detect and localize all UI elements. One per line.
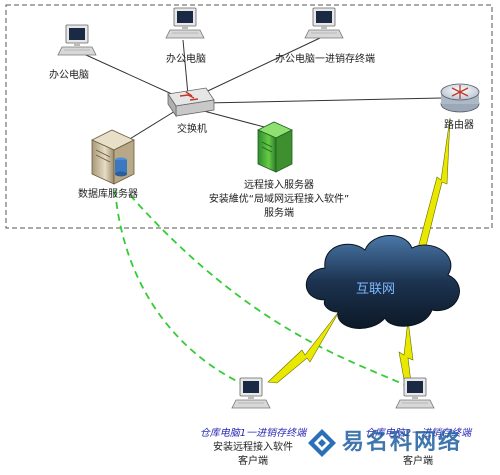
- switch-icon: [167, 87, 215, 118]
- label-warehouse2-3: 客户端: [403, 456, 433, 467]
- lan-boundary: [5, 4, 493, 229]
- warehouse-pc2-icon: [395, 377, 435, 409]
- label-switch: 交换机: [177, 124, 207, 135]
- label-remote-server-2: 安装維优“局域网远程接入软件”: [208, 194, 350, 205]
- office-pc-mid-icon: [165, 7, 205, 39]
- label-internet: 互联网: [356, 282, 396, 297]
- office-pc-inventory-icon: [304, 7, 344, 39]
- remote-access-server-icon: [257, 121, 293, 173]
- label-office-pc-mid: 办公电脑: [166, 54, 206, 65]
- label-router: 路由器: [444, 120, 474, 131]
- label-warehouse1-2: 安装远程接入软件: [213, 442, 293, 453]
- label-remote-server-3: 服务端: [264, 208, 294, 219]
- bolt-cloud-warehouse1: [267, 309, 341, 384]
- label-office-pc-inventory: 办公电脑一进销存终端: [275, 54, 375, 65]
- label-warehouse2-1: 仓库电脑2一进销存终端: [364, 428, 472, 439]
- office-pc-left-icon: [57, 24, 97, 56]
- label-remote-server-1: 远程接入服务器: [244, 180, 314, 191]
- bolt-cloud-warehouse2: [398, 319, 414, 386]
- vpn-links: [114, 189, 406, 386]
- internet-cloud: [305, 235, 460, 329]
- watermark: 易名科网络: [342, 430, 463, 455]
- database-server-icon: [91, 129, 135, 185]
- lan-links: [74, 37, 443, 146]
- warehouse-pc1-icon: [231, 377, 271, 409]
- label-db-server: 数据库服务器: [78, 189, 138, 200]
- router-icon: [440, 83, 480, 113]
- watermark-logo-icon: [308, 429, 336, 457]
- label-office-pc-left: 办公电脑: [49, 70, 89, 81]
- label-warehouse1-3: 客户端: [238, 456, 268, 467]
- label-warehouse1-1: 仓库电脑1一进销存终端: [199, 428, 307, 439]
